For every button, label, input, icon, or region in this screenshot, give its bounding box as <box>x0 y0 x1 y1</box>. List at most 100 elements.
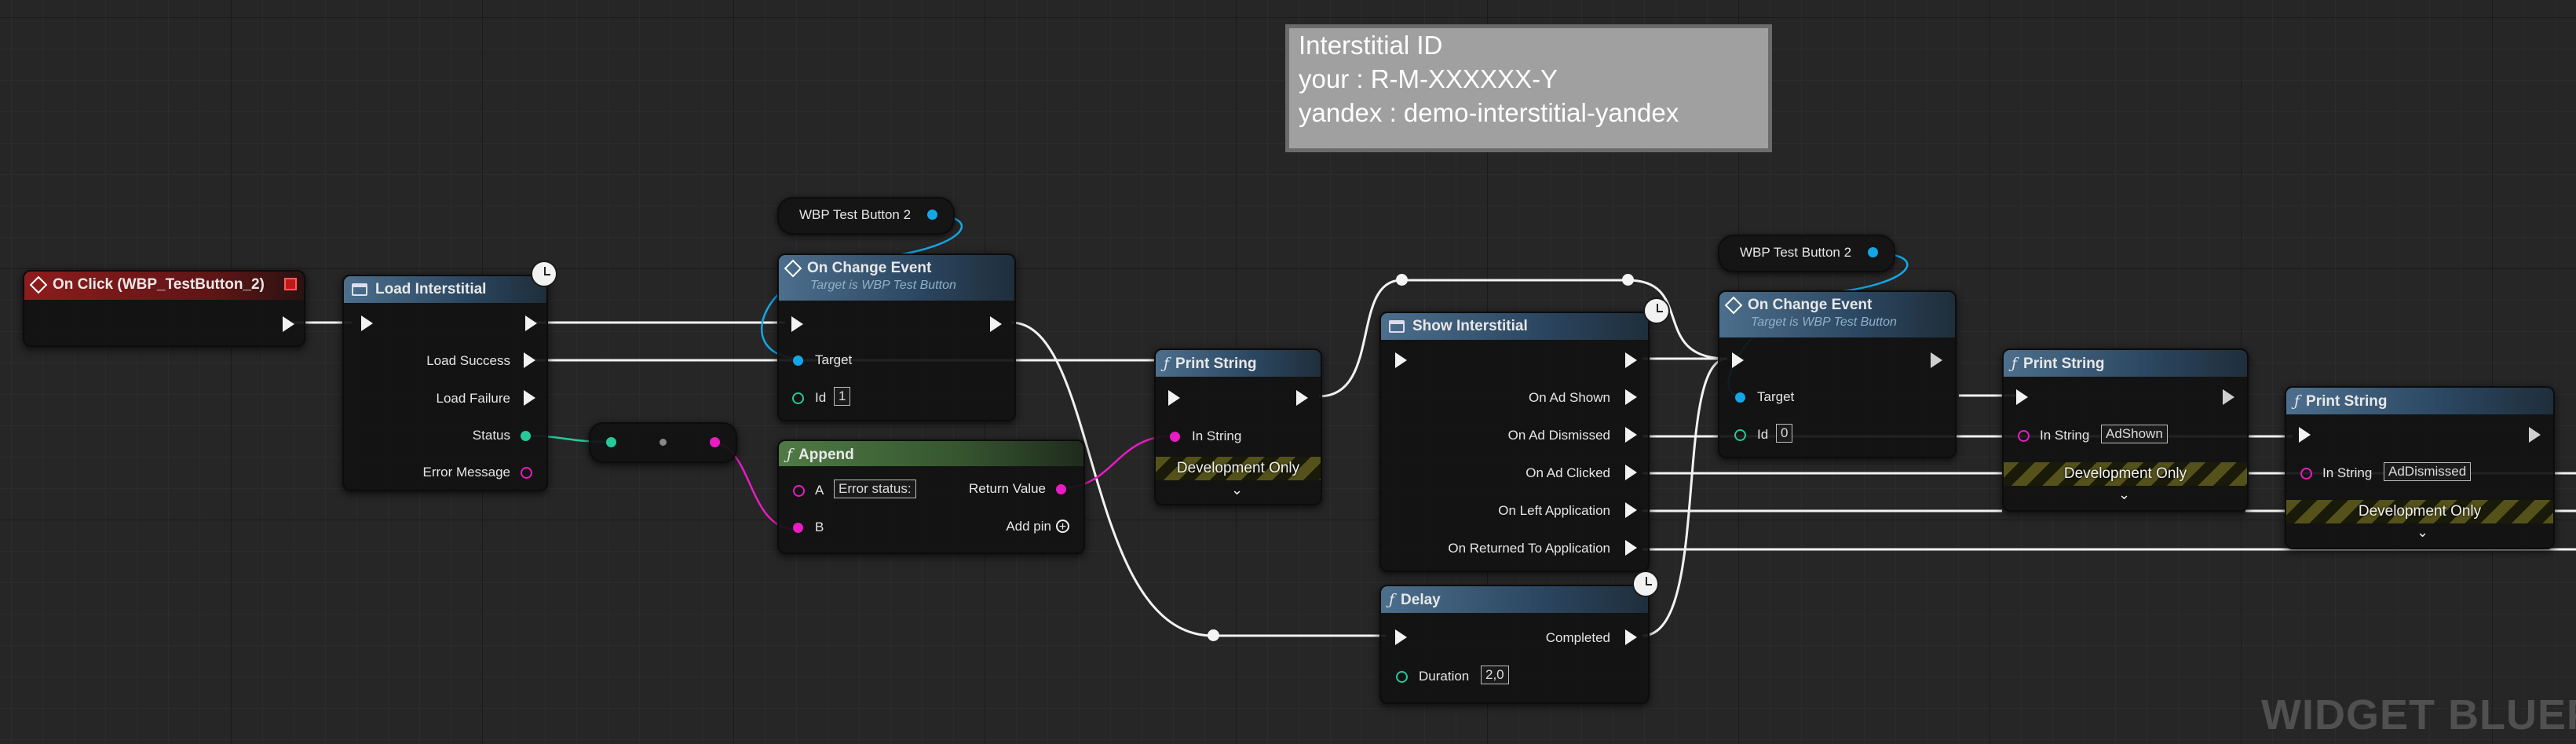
pin-label: Load Success <box>426 353 510 368</box>
pin-label: In String <box>2322 465 2373 480</box>
latent-clock-icon <box>1632 571 1659 597</box>
node-title: Print String <box>2023 356 2105 372</box>
exec-in-pin[interactable] <box>1168 390 1180 406</box>
conversion-out-pin[interactable] <box>710 437 720 447</box>
node-title: Append <box>798 447 854 463</box>
id-input[interactable]: 1 <box>834 387 851 406</box>
conversion-in-pin[interactable] <box>606 437 616 447</box>
pin-label: Duration <box>1419 669 1470 684</box>
exec-in-pin[interactable] <box>2299 427 2311 443</box>
exec-in-pin[interactable] <box>791 316 803 332</box>
pin-label: On Ad Shown <box>1529 390 1610 405</box>
exec-out-pin[interactable] <box>1296 390 1308 406</box>
target-pin[interactable] <box>1735 392 1745 403</box>
in-string-input[interactable]: AdShown <box>2101 425 2168 443</box>
expand-chevron-icon[interactable]: ⌄ <box>2118 487 2131 502</box>
comment-line: Interstitial ID <box>1299 31 1443 60</box>
pin-label: On Returned To Application <box>1448 541 1610 556</box>
variable-out-pin[interactable] <box>1868 247 1878 257</box>
banner-label: Development Only <box>2063 465 2187 482</box>
latent-clock-icon <box>531 261 557 287</box>
add-icon: + <box>1056 520 1069 534</box>
on-returned-to-application-pin[interactable] <box>1625 540 1637 556</box>
completed-pin[interactable] <box>1625 629 1637 645</box>
exec-in-pin[interactable] <box>1732 352 1744 368</box>
on-left-application-pin[interactable] <box>1625 502 1637 518</box>
wbp-test-button-variable-node[interactable]: WBP Test Button 2 <box>777 197 955 235</box>
exec-out-pin[interactable] <box>990 316 1002 332</box>
function-icon: ƒ <box>2294 392 2300 410</box>
function-icon: ƒ <box>787 446 793 463</box>
load-interstitial-node[interactable]: Load Interstitial Load Success Load Fail… <box>342 261 557 491</box>
error-message-pin[interactable] <box>521 467 532 479</box>
reroute-knot[interactable] <box>1396 274 1408 286</box>
node-header: On Click (WBP_TestButton_2) <box>24 272 304 300</box>
id-input[interactable]: 0 <box>1776 424 1793 443</box>
development-only-banner: Development Only <box>1156 457 1321 480</box>
id-pin[interactable] <box>1734 429 1746 441</box>
add-pin-label: Add pin <box>1006 519 1051 534</box>
a-input[interactable]: Error status: <box>834 480 916 498</box>
return-value-pin[interactable] <box>1056 484 1066 494</box>
expand-chevron-icon[interactable]: ⌄ <box>1231 482 1244 498</box>
exec-in-pin[interactable] <box>1395 352 1407 368</box>
load-failure-pin[interactable] <box>524 390 535 406</box>
reroute-knot[interactable] <box>1208 629 1219 641</box>
on-ad-dismissed-pin[interactable] <box>1625 427 1637 443</box>
a-pin[interactable] <box>793 485 805 497</box>
conversion-dot <box>660 439 667 446</box>
id-pin[interactable] <box>792 392 804 404</box>
reroute-knot[interactable] <box>1622 274 1634 286</box>
delegate-stop-icon <box>284 278 297 290</box>
development-only-banner: Development Only <box>2286 500 2553 523</box>
pin-label: Return Value <box>969 481 1046 496</box>
exec-out-pin[interactable] <box>1931 352 1942 368</box>
status-pin[interactable] <box>521 431 531 441</box>
in-string-pin[interactable] <box>1170 432 1180 442</box>
banner-label: Development Only <box>2358 503 2482 520</box>
expand-chevron-icon[interactable]: ⌄ <box>2417 524 2429 540</box>
exec-wire <box>1642 357 1728 637</box>
wbp-test-button-variable-node[interactable]: WBP Test Button 2 <box>1718 235 1895 272</box>
exec-in-pin[interactable] <box>1395 629 1407 645</box>
in-string-pin[interactable] <box>2300 468 2312 480</box>
exec-out-pin[interactable] <box>2529 427 2541 443</box>
in-string-input[interactable]: AdDismissed <box>2384 462 2472 481</box>
comment-box[interactable]: Interstitial ID your : R-M-XXXXXX-Y yand… <box>1285 24 1772 152</box>
show-interstitial-node[interactable]: Show Interstitial On Ad Shown On Ad Dism… <box>1379 297 1670 572</box>
duration-input[interactable]: 2,0 <box>1481 666 1509 684</box>
target-pin[interactable] <box>793 356 803 366</box>
load-success-pin[interactable] <box>524 352 535 368</box>
on-change-event-node[interactable]: On Change Event Target is WBP Test Butto… <box>1718 290 1957 458</box>
function-icon: ƒ <box>1164 355 1170 372</box>
add-pin-button[interactable]: Add pin + <box>1006 519 1069 534</box>
on-ad-shown-pin[interactable] <box>1625 389 1637 405</box>
function-icon: ƒ <box>1389 591 1395 608</box>
on-change-event-node[interactable]: On Change Event Target is WBP Test Butto… <box>777 253 1016 421</box>
exec-out-pin[interactable] <box>1625 352 1637 368</box>
in-string-pin[interactable] <box>2018 430 2030 442</box>
variable-label: WBP Test Button 2 <box>799 207 912 222</box>
duration-pin[interactable] <box>1396 671 1408 683</box>
b-pin[interactable] <box>793 523 803 533</box>
exec-in-pin[interactable] <box>361 315 373 331</box>
node-title: Show Interstitial <box>1412 318 1528 334</box>
comment-line: your : R-M-XXXXXX-Y <box>1299 64 1558 93</box>
exec-out-pin[interactable] <box>2223 389 2234 405</box>
on-click-event-node[interactable]: On Click (WBP_TestButton_2) <box>23 270 305 347</box>
variable-out-pin[interactable] <box>927 210 937 220</box>
on-ad-clicked-pin[interactable] <box>1625 465 1637 480</box>
exec-out-pin[interactable] <box>283 316 294 332</box>
conversion-node[interactable] <box>589 422 737 463</box>
exec-out-pin[interactable] <box>525 315 537 331</box>
pin-label: Error Message <box>422 465 510 480</box>
exec-in-pin[interactable] <box>2016 389 2028 405</box>
pin-label: Id <box>1757 427 1769 442</box>
